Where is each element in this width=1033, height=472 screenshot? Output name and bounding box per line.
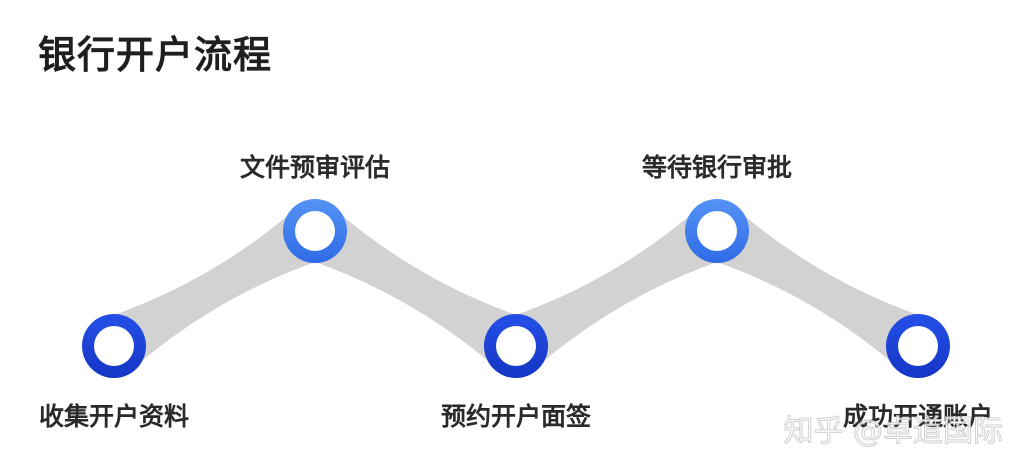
connector-1-2	[99, 204, 330, 373]
step-node-center-1	[94, 326, 134, 366]
step-label-4: 等待银行审批	[642, 153, 792, 182]
step-node-center-3	[496, 326, 536, 366]
node-group	[82, 199, 950, 378]
step-label-1: 收集开户资料	[39, 402, 189, 431]
connector-4-5	[702, 204, 933, 373]
watermark-text: 知乎 @卓道国际	[783, 414, 1003, 449]
step-label-2: 文件预审评估	[240, 153, 390, 182]
step-node-center-5	[898, 326, 938, 366]
diagram-title: 银行开户流程	[38, 33, 273, 77]
connector-group	[99, 204, 933, 373]
step-label-3: 预约开户面签	[441, 402, 592, 431]
connector-2-3	[300, 204, 531, 373]
step-node-center-4	[697, 211, 737, 251]
step-label-5: 成功开通账户	[843, 402, 993, 431]
connector-3-4	[501, 204, 732, 373]
step-node-center-2	[295, 211, 335, 251]
